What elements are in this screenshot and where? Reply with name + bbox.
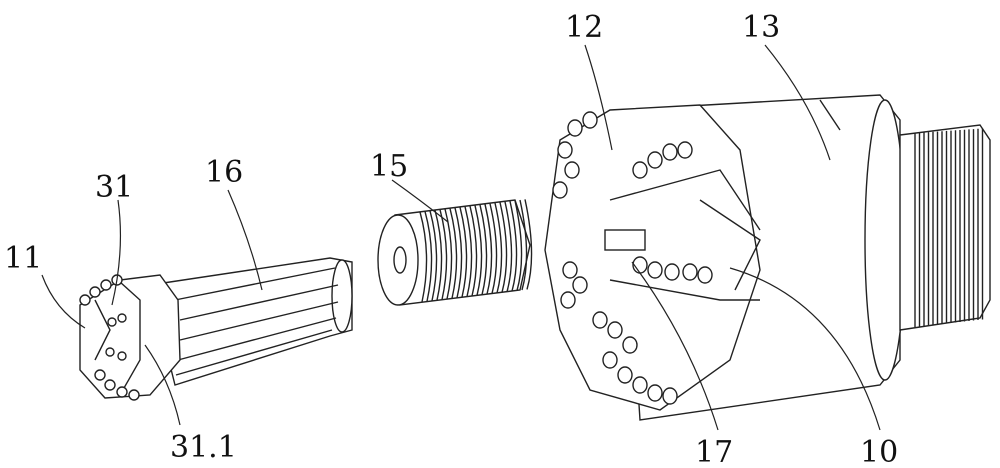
label-31: 31 [95, 170, 133, 205]
cutter-tooth [593, 312, 607, 328]
cutter-tooth [633, 377, 647, 393]
pilot-bit-head-11 [80, 275, 180, 400]
cutter-tooth [558, 142, 572, 158]
cutter-tooth [623, 337, 637, 353]
label-31-1: 31.1 [170, 430, 237, 465]
cutter-tooth [568, 120, 582, 136]
cutter-tooth [573, 277, 587, 293]
label-11: 11 [4, 241, 42, 276]
cutter-tooth [683, 264, 697, 280]
cutter-tooth [633, 162, 647, 178]
label-16: 16 [205, 155, 243, 190]
cutter-tooth [565, 162, 579, 178]
cutter-tooth [678, 142, 692, 158]
label-15: 15 [370, 149, 408, 184]
label-12: 12 [565, 10, 603, 45]
cutter-tooth [563, 262, 577, 278]
cutter-tooth [603, 352, 617, 368]
cutter-tooth [618, 367, 632, 383]
cutter-tooth [663, 144, 677, 160]
cutter-tooth [583, 112, 597, 128]
cutter-tooth [648, 152, 662, 168]
label-17: 17 [695, 435, 733, 468]
cutter-tooth [648, 385, 662, 401]
cutter-tooth [633, 257, 647, 273]
label-10: 10 [860, 435, 898, 468]
cutter-tooth [553, 182, 567, 198]
label-13: 13 [742, 10, 780, 45]
threaded-sleeve-15 [378, 199, 532, 305]
cutter-tooth [608, 322, 622, 338]
cutter-tooth [561, 292, 575, 308]
cutter-tooth [663, 388, 677, 404]
cutter-tooth [648, 262, 662, 278]
cutter-tooth [665, 264, 679, 280]
pilot-bit-body-16 [150, 258, 352, 385]
cutter-tooth [698, 267, 712, 283]
